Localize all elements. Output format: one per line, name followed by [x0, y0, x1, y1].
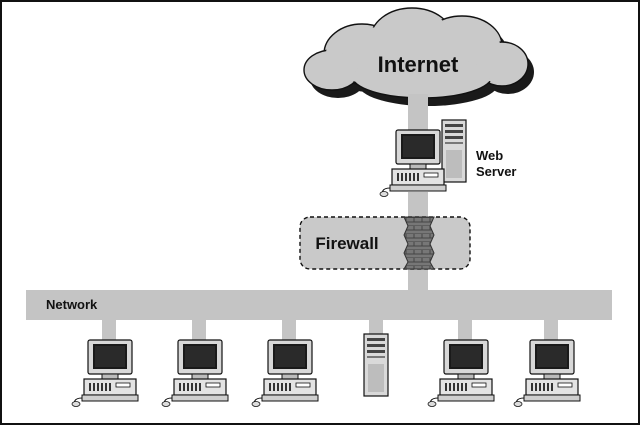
network-bus: Network: [26, 290, 612, 320]
drop-line: [102, 320, 116, 340]
tower-server-icon: [441, 119, 467, 183]
workstation-icon: [251, 339, 319, 408]
workstation-icon: [427, 339, 495, 408]
brick-wall-icon: [403, 216, 435, 270]
workstation-icon: [379, 129, 447, 198]
web-server-label-line2: Server: [476, 164, 516, 179]
network-bar: [26, 290, 612, 320]
drop-line: [192, 320, 206, 340]
internet-label: Internet: [378, 52, 459, 77]
drop-line: [282, 320, 296, 340]
drop-line: [369, 320, 383, 334]
drop-line: [544, 320, 558, 340]
web-server-label-line1: Web: [476, 148, 503, 163]
network-drops: [102, 320, 558, 340]
web-server-node: Web Server: [379, 119, 516, 198]
workstation-icon: [161, 339, 229, 408]
tower-server-icon: [363, 333, 389, 397]
link-internet-to-server: [408, 94, 428, 138]
firewall: Firewall: [299, 216, 471, 270]
drop-line: [458, 320, 472, 340]
workstation-icon: [513, 339, 581, 408]
network-devices: [71, 333, 581, 408]
network-label: Network: [46, 297, 98, 312]
internet-cloud: Internet: [303, 7, 534, 106]
firewall-label: Firewall: [315, 234, 378, 253]
workstation-icon: [71, 339, 139, 408]
